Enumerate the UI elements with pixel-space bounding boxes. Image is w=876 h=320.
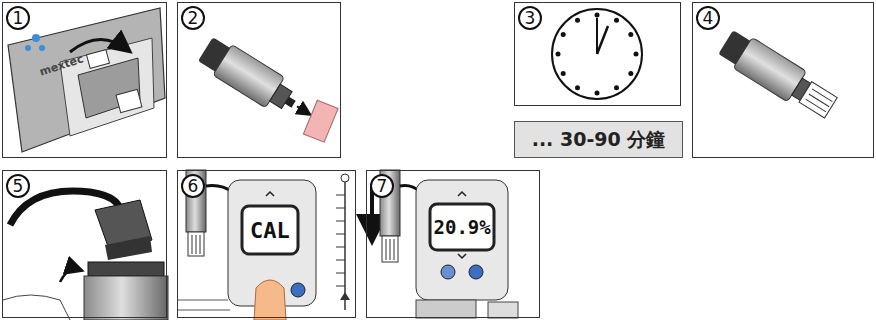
step-number: 3 [518,6,542,30]
step-number: 4 [696,6,720,30]
step-panel: 1 [2,2,167,158]
step-number: 2 [181,6,205,30]
sensor-cap-removal [195,32,343,145]
step-panel: 7 [366,170,540,318]
sensor-package [8,8,165,152]
step-panel: 4 [692,2,874,158]
step-number: 7 [370,174,394,198]
display-text: CAL [250,218,290,243]
step-panel: 2 [177,2,341,158]
cable-connection [3,191,168,320]
duration-box: ... 30-90 分鐘 [514,121,683,158]
sensor-uncapped [716,27,840,123]
reading-device [372,170,518,318]
calibration-device [178,170,350,320]
step-number: 6 [181,174,205,198]
step-panel: 5 [2,170,167,318]
display-reading: 20.9% [434,216,491,238]
step-number: 5 [6,174,30,198]
step-panel: 6 [177,170,356,318]
step-panel: 3 [514,2,681,106]
clock [552,9,642,99]
step-number: 1 [6,6,30,30]
duration-text: ... 30-90 分鐘 [532,127,666,153]
